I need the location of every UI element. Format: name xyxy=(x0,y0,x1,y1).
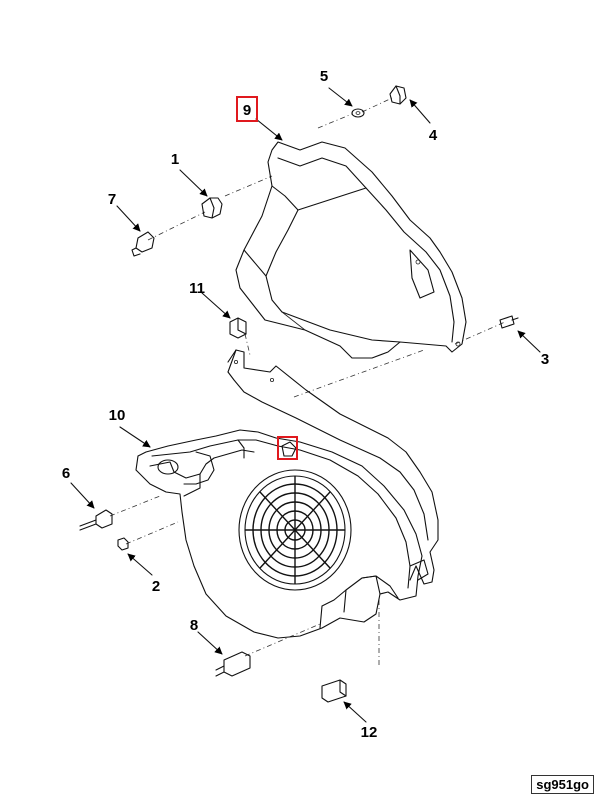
grommet-part-1 xyxy=(201,197,223,219)
housing-clip-highlight xyxy=(277,436,298,460)
housing-clip xyxy=(281,441,297,457)
callout-4: 4 xyxy=(429,127,438,144)
stud-part-6 xyxy=(79,509,113,531)
clip-nut-part-4 xyxy=(389,85,407,105)
nut-part-2 xyxy=(117,537,129,551)
callout-1: 1 xyxy=(171,151,179,168)
callout-8: 8 xyxy=(190,617,198,634)
callout-11: 11 xyxy=(189,280,205,297)
callout-arrows xyxy=(70,87,541,723)
screw-part-3 xyxy=(499,315,519,329)
fan-grille xyxy=(238,469,352,591)
callout-10: 10 xyxy=(109,407,126,424)
screw-part-7 xyxy=(131,231,155,257)
spacer-part-12 xyxy=(321,679,347,703)
clip-part-11 xyxy=(229,317,247,339)
upper-shroud-part xyxy=(235,141,467,359)
standoff-part-8 xyxy=(215,651,251,677)
callout-7: 7 xyxy=(108,191,116,208)
callout-5: 5 xyxy=(320,68,328,85)
lower-housing-part xyxy=(135,349,439,639)
callout-12: 12 xyxy=(361,724,378,741)
callout-2: 2 xyxy=(152,578,160,595)
washer-part-5 xyxy=(351,108,365,118)
figure-code-label: sg951go xyxy=(531,775,594,794)
callout-3: 3 xyxy=(541,351,549,368)
callout-9-highlight xyxy=(236,96,258,122)
assembly-center-lines xyxy=(109,97,506,668)
callout-6: 6 xyxy=(62,465,70,482)
callout-9: 9 xyxy=(243,102,251,119)
